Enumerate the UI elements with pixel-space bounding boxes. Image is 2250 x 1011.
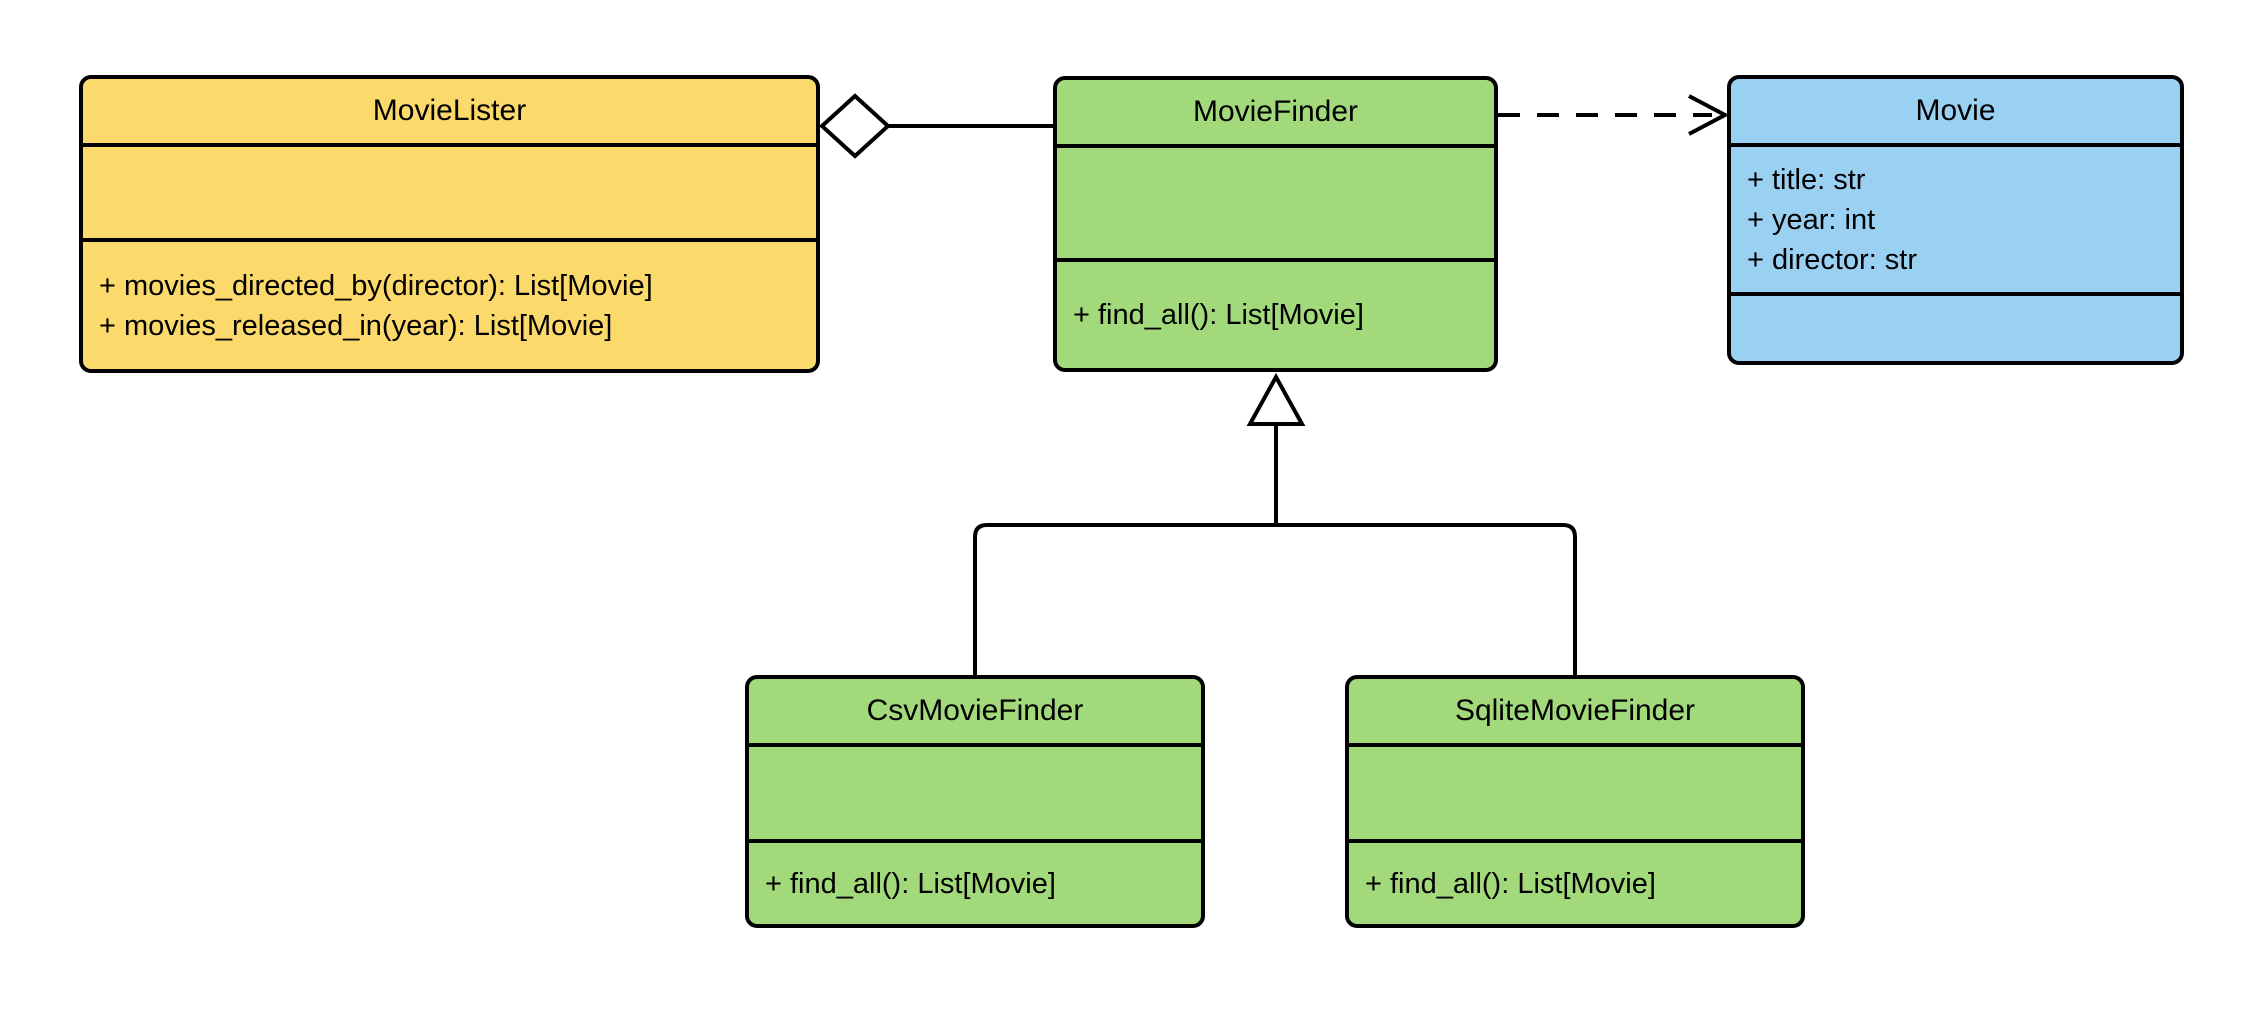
method-line: + find_all(): List[Movie] bbox=[765, 867, 1056, 900]
class-title: Movie bbox=[1915, 94, 1996, 127]
dependency-connector[interactable] bbox=[1498, 94, 1730, 136]
class-attributes: + title: str + year: int + director: str bbox=[1731, 143, 2180, 292]
class-movie-lister[interactable]: MovieLister + movies_directed_by(director… bbox=[79, 75, 820, 373]
class-methods: + find_all(): List[Movie] bbox=[1349, 839, 1801, 924]
inheritance-connector[interactable] bbox=[973, 372, 1577, 675]
class-movie[interactable]: Movie + title: str + year: int + director: … bbox=[1727, 75, 2184, 365]
class-sqlite-movie-finder[interactable]: SqliteMovieFinder + find_all(): List[Movi… bbox=[1345, 675, 1805, 928]
class-attributes bbox=[1057, 144, 1494, 258]
attribute-line: + director: str bbox=[1747, 243, 1918, 276]
method-line: + find_all(): List[Movie] bbox=[1365, 867, 1656, 900]
class-movie-finder[interactable]: MovieFinder + find_all(): List[Movie] bbox=[1053, 76, 1498, 372]
attribute-line: + year: int bbox=[1747, 203, 1876, 236]
inheritance-branch-line bbox=[973, 523, 1577, 675]
class-title: SqliteMovieFinder bbox=[1454, 694, 1696, 727]
class-title: CsvMovieFinder bbox=[866, 694, 1084, 727]
class-attributes bbox=[83, 143, 816, 238]
class-csv-movie-finder[interactable]: CsvMovieFinder + find_all(): List[Movie] bbox=[745, 675, 1205, 928]
aggregation-connector[interactable] bbox=[819, 93, 1053, 159]
dependency-arrowhead-icon bbox=[1688, 94, 1730, 136]
class-attributes bbox=[1349, 743, 1801, 839]
class-title: MovieLister bbox=[372, 94, 527, 127]
attribute-line: + title: str bbox=[1747, 163, 1866, 196]
method-line: + movies_directed_by(director): List[Mov… bbox=[99, 269, 653, 302]
class-methods bbox=[1731, 292, 2180, 361]
class-attributes bbox=[749, 743, 1201, 839]
method-line: + find_all(): List[Movie] bbox=[1073, 299, 1364, 331]
class-methods: + movies_directed_by(director): List[Mov… bbox=[83, 238, 816, 369]
class-methods: + find_all(): List[Movie] bbox=[1057, 258, 1494, 368]
class-title: MovieFinder bbox=[1192, 95, 1359, 128]
class-methods: + find_all(): List[Movie] bbox=[749, 839, 1201, 924]
inheritance-triangle-icon bbox=[1246, 372, 1306, 426]
method-line: + movies_released_in(year): List[Movie] bbox=[99, 309, 613, 342]
aggregation-diamond-icon bbox=[819, 93, 891, 159]
